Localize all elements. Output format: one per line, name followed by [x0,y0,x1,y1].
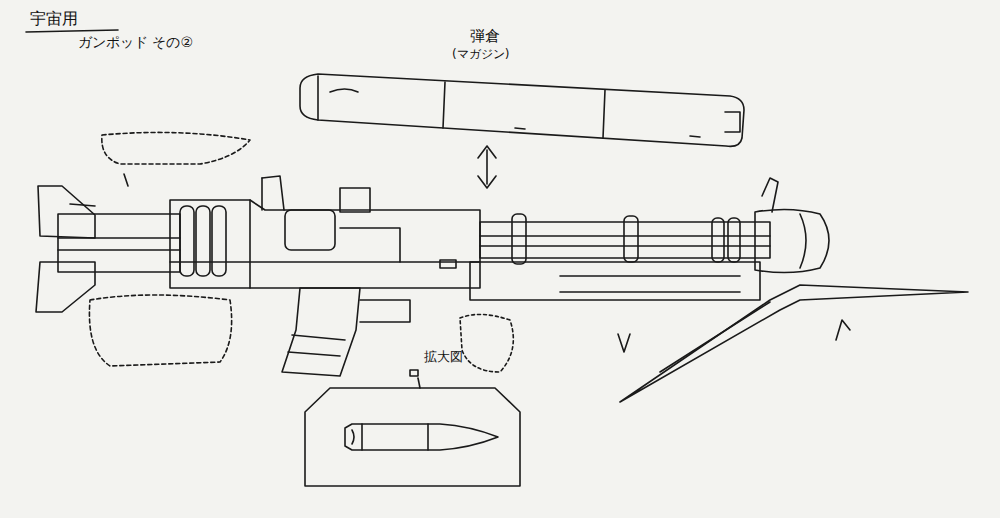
double-arrow [478,146,496,188]
sheet-title: 宇宙用 [30,10,78,28]
annotation: 拡大図 [424,350,463,365]
underline [26,30,118,32]
magazine [300,74,744,146]
alt-stock-outline [102,132,250,164]
annotation: ガンポッド その② [78,34,193,50]
bullet-inset [305,370,520,486]
alt-part-outline [460,314,513,372]
annotation: 弾倉 [470,28,500,45]
alt-stock-outline [89,295,231,366]
annotation: (マガジン) [452,48,509,62]
gun-pod [36,174,968,402]
